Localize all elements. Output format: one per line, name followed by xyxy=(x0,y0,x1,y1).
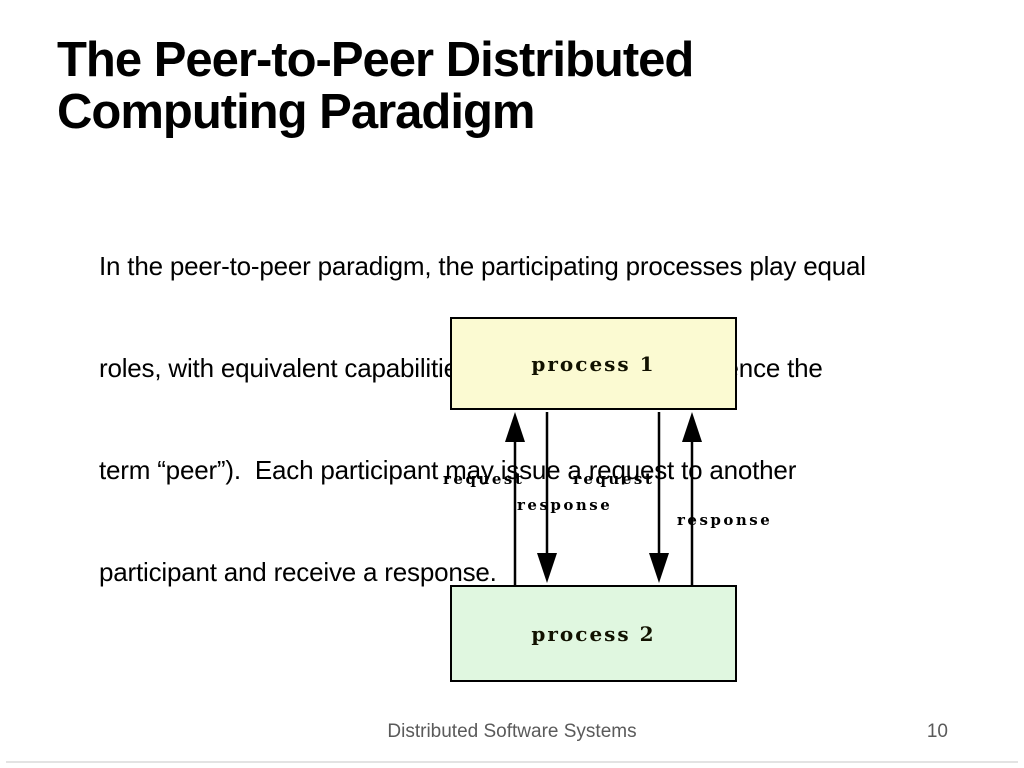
response-label-right: response xyxy=(677,511,773,529)
request-arrow-down-right xyxy=(649,412,669,583)
request-response-arrows xyxy=(505,412,702,585)
process-2-label: process 2 xyxy=(531,621,656,646)
request-label-middle: request xyxy=(573,470,655,488)
page-number: 10 xyxy=(926,721,948,742)
body-line: participant and receive a response. xyxy=(99,557,497,587)
response-label-middle: response xyxy=(517,496,613,514)
process-2-box: process 2 xyxy=(450,585,737,682)
request-arrow-up-left xyxy=(505,412,525,585)
process-1-label: process 1 xyxy=(531,351,656,376)
process-1-box: process 1 xyxy=(450,317,737,410)
body-line: term “peer”). Each participant may issue… xyxy=(99,455,797,485)
body-line: In the peer-to-peer paradigm, the partic… xyxy=(99,251,866,281)
request-label-left: request xyxy=(443,470,525,488)
bottom-divider-line xyxy=(6,761,1018,763)
response-arrow-up-right xyxy=(682,412,702,585)
slide-title: The Peer-to-Peer Distributed Computing P… xyxy=(57,33,694,139)
response-arrow-down-left xyxy=(537,412,557,583)
footer-title: Distributed Software Systems xyxy=(387,721,637,742)
